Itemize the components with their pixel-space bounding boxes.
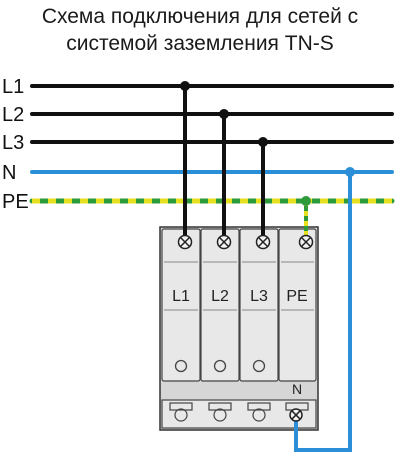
junction-dot (345, 167, 355, 177)
module-label: L1 (172, 288, 190, 305)
bus-label-l1: L1 (2, 76, 24, 98)
status-indicator-icon (174, 359, 188, 373)
module-body (200, 228, 240, 382)
bottom-terminal-strip (161, 399, 317, 429)
terminal-screw-icon (174, 408, 188, 422)
surge-protector-device: L1 L2 L3 PE N (159, 226, 319, 431)
title-line-1: Схема подключения для сетей с (41, 5, 359, 28)
title-line-2: системой заземления TN-S (66, 32, 334, 55)
module-bottom-label: N (292, 381, 302, 397)
terminal-screw-icon (298, 234, 314, 250)
status-indicator-icon (252, 359, 266, 373)
module-l1: L1 (161, 228, 201, 382)
module-label: L2 (211, 288, 229, 305)
module-l3: L3 (239, 228, 279, 382)
module-label: L3 (250, 288, 268, 305)
bus-label-l3: L3 (2, 132, 24, 154)
terminal-screw-icon (255, 234, 271, 250)
module-body (278, 228, 317, 382)
module-body (161, 228, 201, 382)
terminal-screw-icon (177, 234, 193, 250)
junction-dot (180, 81, 190, 91)
module-label: PE (286, 288, 307, 305)
terminal-screw-icon (213, 408, 227, 422)
junction-dot (219, 109, 229, 119)
status-indicator-icon (213, 359, 227, 373)
bus-label-pe: PE (2, 191, 29, 213)
terminal-clamp (169, 402, 193, 411)
bus-label-l2: L2 (2, 104, 24, 126)
terminal-screw-icon (252, 408, 266, 422)
terminal-screw-icon (289, 408, 303, 422)
diagram-title: Схема подключения для сетей с системой з… (0, 3, 400, 57)
module-body (239, 228, 279, 382)
module-l2: L2 (200, 228, 240, 382)
junction-dot (301, 196, 311, 206)
wire-n-loop (294, 172, 352, 452)
terminal-screw-icon (216, 234, 232, 250)
junction-dot (258, 137, 268, 147)
module-pe: PE N (278, 228, 317, 397)
terminal-clamp (208, 402, 232, 411)
bus-label-n: N (2, 162, 16, 184)
terminal-clamp (247, 402, 271, 411)
